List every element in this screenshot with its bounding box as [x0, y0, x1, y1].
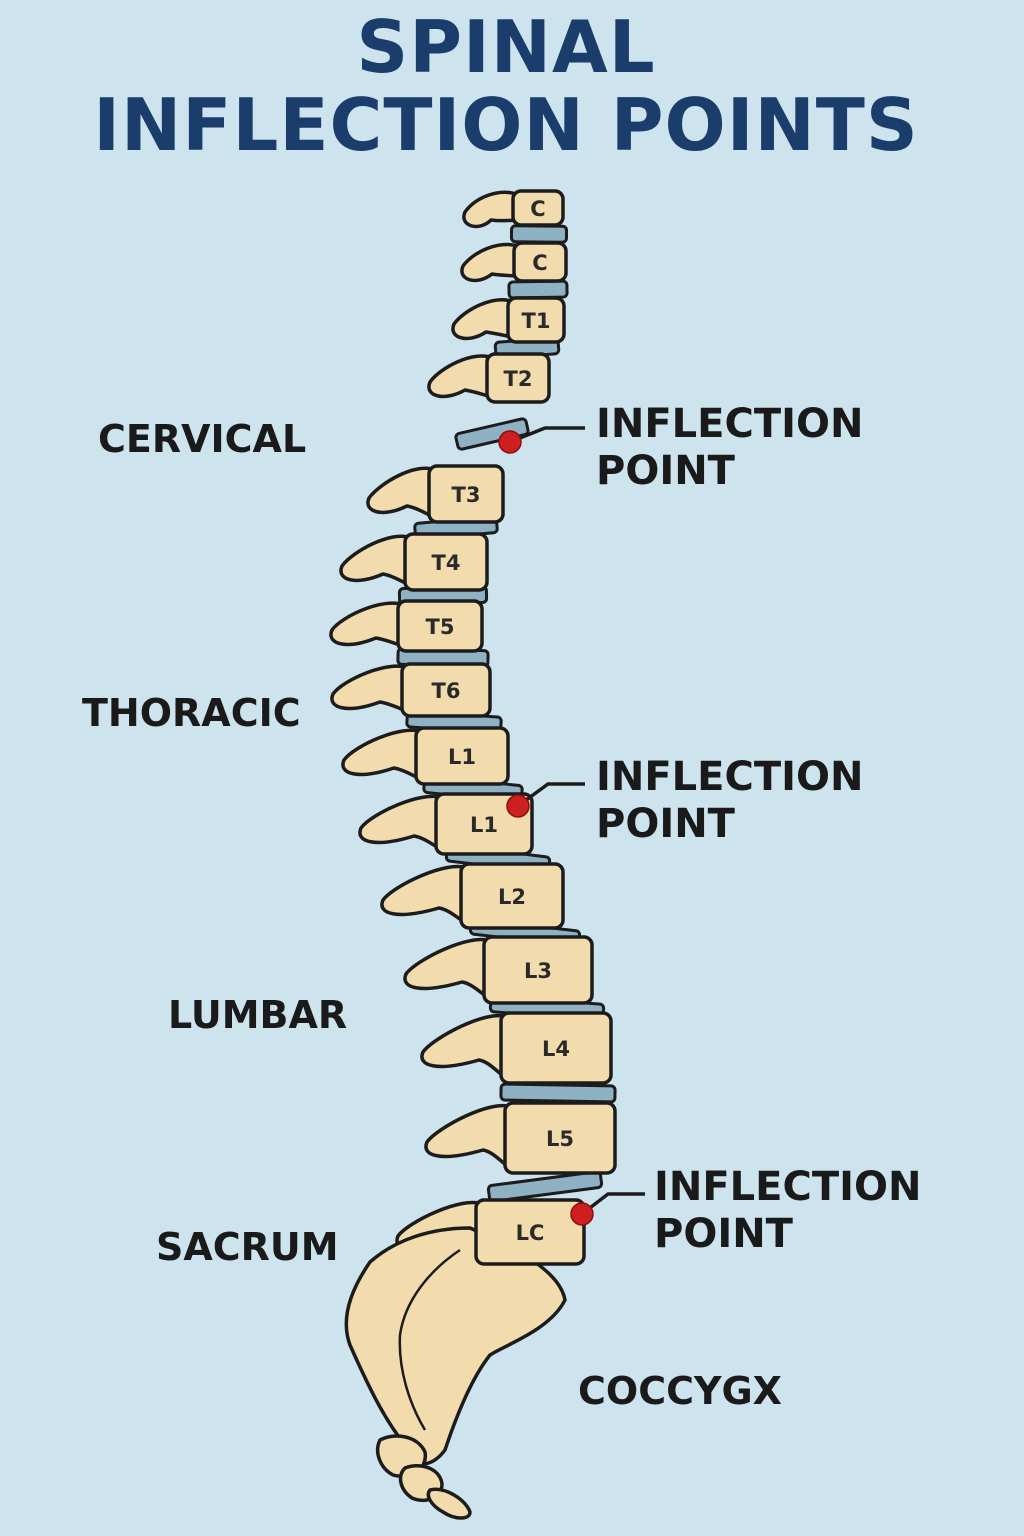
region-label-coccyx: COCCYGX [578, 1369, 782, 1413]
intervertebral-disc [501, 1084, 615, 1102]
spinous-process [368, 468, 437, 518]
vertebra-label: C [532, 251, 547, 275]
title-line-1: SPINAL [356, 5, 655, 89]
spinous-process [341, 536, 413, 586]
spinous-process [360, 796, 444, 850]
vertebra-label: T5 [426, 615, 455, 639]
vertebra-label: L3 [524, 959, 552, 983]
region-label-thoracic: THORACIC [82, 691, 301, 735]
intervertebral-disc [509, 281, 567, 298]
inflection-callout-3: INFLECTION POINT [571, 1164, 922, 1257]
vertebra-label: LC [516, 1221, 545, 1245]
vertebra-label: L5 [546, 1127, 574, 1151]
region-label-lumbar: LUMBAR [168, 993, 347, 1037]
vertebra-label: T1 [522, 309, 551, 333]
spinous-process [429, 356, 495, 398]
vertebra-label: L2 [498, 885, 526, 909]
spinous-process [382, 867, 469, 924]
title-line-2: INFLECTION POINTS [93, 83, 919, 167]
spinous-process [422, 1016, 509, 1079]
spinous-process [332, 666, 410, 712]
callout-3-line-2: POINT [654, 1211, 794, 1257]
inflection-marker-2 [507, 795, 529, 817]
inflection-marker-1 [499, 431, 521, 453]
region-label-sacrum: SACRUM [156, 1225, 339, 1269]
callout-2-line-1: INFLECTION [596, 754, 864, 800]
vertebra-label: L1 [448, 745, 476, 769]
vertebra-label: L4 [542, 1037, 570, 1061]
intervertebral-disc [488, 1171, 602, 1202]
intervertebral-disc [511, 226, 566, 242]
callout-1-line-1: INFLECTION [596, 401, 864, 447]
vertebra-label: T3 [452, 483, 481, 507]
callout-1-line-2: POINT [596, 448, 736, 494]
spinous-process [426, 1106, 513, 1169]
vertebra-label: T4 [432, 551, 461, 575]
coccyx-segment-3 [428, 1489, 470, 1518]
vertebra-label: C [530, 197, 545, 221]
vertebra-label: T2 [504, 367, 533, 391]
vertebra-label: L1 [470, 813, 498, 837]
spinous-process [405, 940, 492, 999]
sacrum-coccyx-bone [346, 1228, 565, 1518]
spinous-process [331, 603, 406, 647]
callout-3-line-1: INFLECTION [654, 1164, 922, 1210]
vertebra-label: T6 [432, 679, 461, 703]
inflection-callout-2: INFLECTION POINT [507, 754, 864, 847]
region-label-cervical: CERVICAL [98, 417, 306, 461]
inflection-callout-1: INFLECTION POINT [499, 401, 864, 494]
callout-2-line-2: POINT [596, 801, 736, 847]
inflection-marker-3 [571, 1203, 593, 1225]
spinous-process [343, 730, 424, 780]
